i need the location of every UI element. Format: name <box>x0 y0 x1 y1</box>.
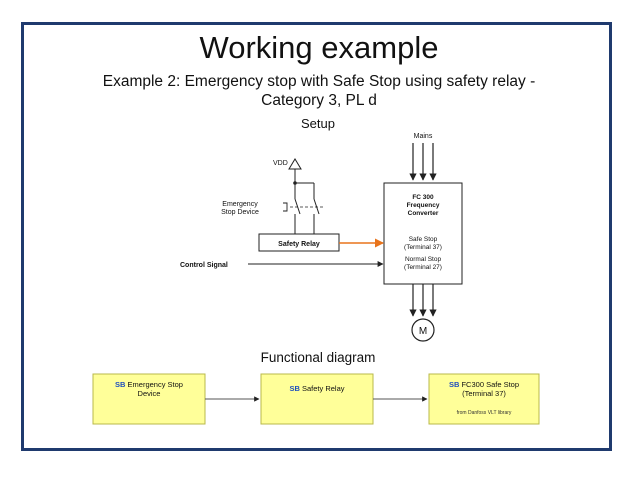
control-signal-label: Control Signal <box>180 262 228 269</box>
safety-relay-label: Safety Relay <box>278 241 320 248</box>
func-box-safestop-line-2: (Terminal 37) <box>462 389 506 398</box>
estop-contact-a <box>294 198 301 215</box>
estop-button-symbol <box>283 202 288 212</box>
functional-heading: Functional diagram <box>261 350 376 365</box>
safe-stop-line-2: (Terminal 37) <box>404 244 442 251</box>
mains-label: Mains <box>414 133 433 140</box>
func-box-relay-line-1: SB Safety Relay <box>289 384 344 393</box>
normal-stop-line-2: (Terminal 27) <box>404 264 442 271</box>
func-box-safestop-line-1: SB FC300 Safe Stop <box>449 380 519 389</box>
estop-label-line-1: Emergency <box>222 201 258 208</box>
setup-heading: Setup <box>301 116 335 131</box>
func-box-estop-line-1: SB Emergency Stop <box>115 380 183 389</box>
func-box-safestop-note: from Danfoss VLT library <box>457 410 512 416</box>
safe-stop-line-1: Safe Stop <box>409 236 438 243</box>
slide-subtitle: Example 2: Emergency stop with Safe Stop… <box>30 72 608 110</box>
motor-symbol <box>411 318 435 342</box>
func-box-estop-line-2: Device <box>138 389 161 398</box>
func-box-relay <box>260 373 374 425</box>
slide-title: Working example <box>199 30 439 65</box>
converter-line-2: Frequency <box>407 202 440 209</box>
normal-stop-line-1: Normal Stop <box>405 256 442 263</box>
vdd-triangle <box>288 158 302 170</box>
func-box-safestop <box>428 373 540 425</box>
subtitle-line-1: Example 2: Emergency stop with Safe Stop… <box>102 73 536 90</box>
vdd-label: VDD <box>273 160 288 167</box>
motor-label: M <box>419 326 427 337</box>
subtitle-line-2: Category 3, PL d <box>261 92 377 109</box>
estop-contact-b <box>313 198 320 215</box>
estop-label-line-2: Stop Device <box>221 209 259 216</box>
fc300-converter-box <box>383 182 463 285</box>
converter-line-1: FC 300 <box>412 194 434 201</box>
converter-line-3: Converter <box>408 210 439 217</box>
